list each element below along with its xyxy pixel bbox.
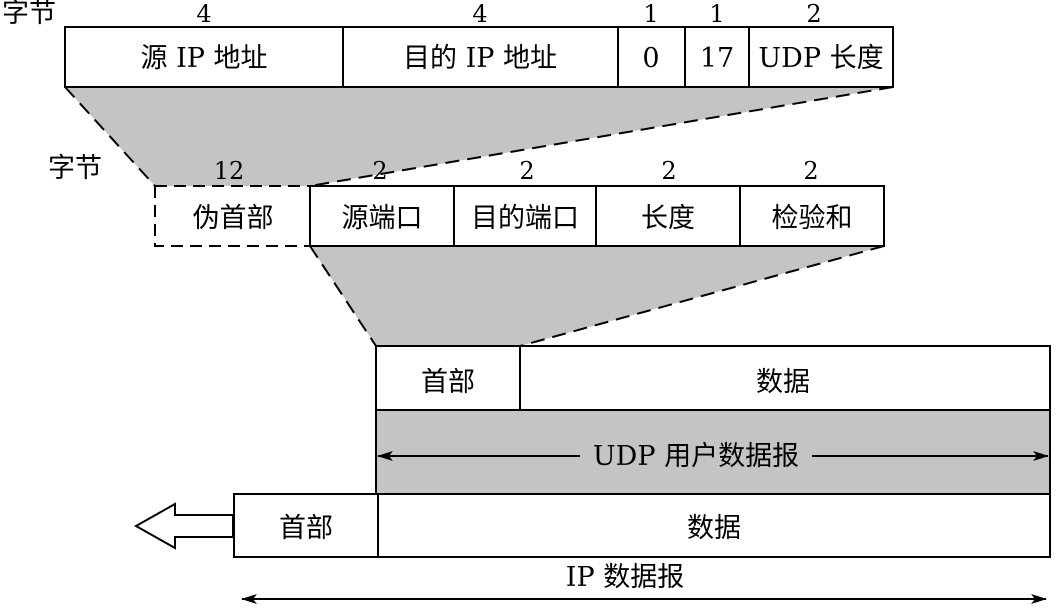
udp-header-expansion-shade bbox=[310, 246, 884, 346]
expansion-edge-right-1 bbox=[309, 86, 894, 187]
field-pseudo-header: 伪首部 bbox=[193, 203, 274, 234]
field-src-port: 源端口 bbox=[342, 203, 423, 234]
field-protocol: 17 bbox=[700, 43, 734, 74]
udp-header-row: 字节 12 2 2 2 2 伪首部 源端口 目的端口 长度 检验和 bbox=[48, 153, 885, 247]
field-checksum: 检验和 bbox=[772, 203, 853, 234]
pseudo-header-expansion-shade bbox=[65, 87, 893, 186]
expansion-edge-left-2 bbox=[309, 245, 377, 347]
udp-datagram-caption: UDP 用户数据报 bbox=[593, 441, 799, 472]
bytes-checksum: 2 bbox=[803, 157, 818, 185]
pseudo-header-row: 字节 4 4 1 1 2 源 IP 地址 目的 IP 地址 0 17 UDP 长… bbox=[2, 0, 894, 88]
pseudo-header-box bbox=[64, 26, 894, 88]
field-zero: 0 bbox=[642, 43, 659, 74]
expansion-edge-right-2 bbox=[519, 245, 885, 347]
bytes-label-row2: 字节 bbox=[48, 153, 102, 184]
udp-datagram-shaded-band bbox=[375, 409, 1051, 495]
field-dst-ip: 目的 IP 地址 bbox=[403, 43, 557, 74]
udp-header-label: 首部 bbox=[421, 367, 475, 398]
ip-datagram-box bbox=[233, 493, 1051, 558]
ip-datagram-caption: IP 数据报 bbox=[566, 562, 684, 593]
ip-data-label: 数据 bbox=[687, 513, 741, 544]
field-length: 长度 bbox=[641, 203, 695, 234]
expansion-edge-left-1 bbox=[64, 86, 156, 187]
ip-header-label: 首部 bbox=[279, 513, 333, 544]
bytes-dst-ip: 4 bbox=[472, 0, 487, 28]
bytes-dst-port: 2 bbox=[519, 157, 534, 185]
bytes-pseudo-header: 12 bbox=[214, 157, 245, 185]
bytes-protocol: 1 bbox=[709, 0, 724, 28]
bytes-label-row1: 字节 bbox=[2, 0, 56, 29]
bytes-udp-length: 2 bbox=[806, 0, 821, 28]
bytes-zero: 1 bbox=[643, 0, 658, 28]
field-udp-length: UDP 长度 bbox=[758, 43, 883, 74]
left-hollow-arrow-icon bbox=[133, 502, 234, 550]
bytes-src-ip: 4 bbox=[196, 0, 211, 28]
field-dst-port: 目的端口 bbox=[471, 203, 579, 234]
udp-datagram: 首部 数据 UDP 用户数据报 bbox=[375, 345, 1051, 495]
bytes-length: 2 bbox=[661, 157, 676, 185]
bytes-src-port: 2 bbox=[372, 157, 387, 185]
udp-datagram-box bbox=[375, 345, 1051, 411]
field-src-ip: 源 IP 地址 bbox=[141, 43, 268, 74]
udp-data-label: 数据 bbox=[756, 367, 810, 398]
pseudo-header-dashed-box bbox=[154, 185, 311, 247]
ip-datagram: 首部 数据 IP 数据报 bbox=[133, 493, 1051, 604]
